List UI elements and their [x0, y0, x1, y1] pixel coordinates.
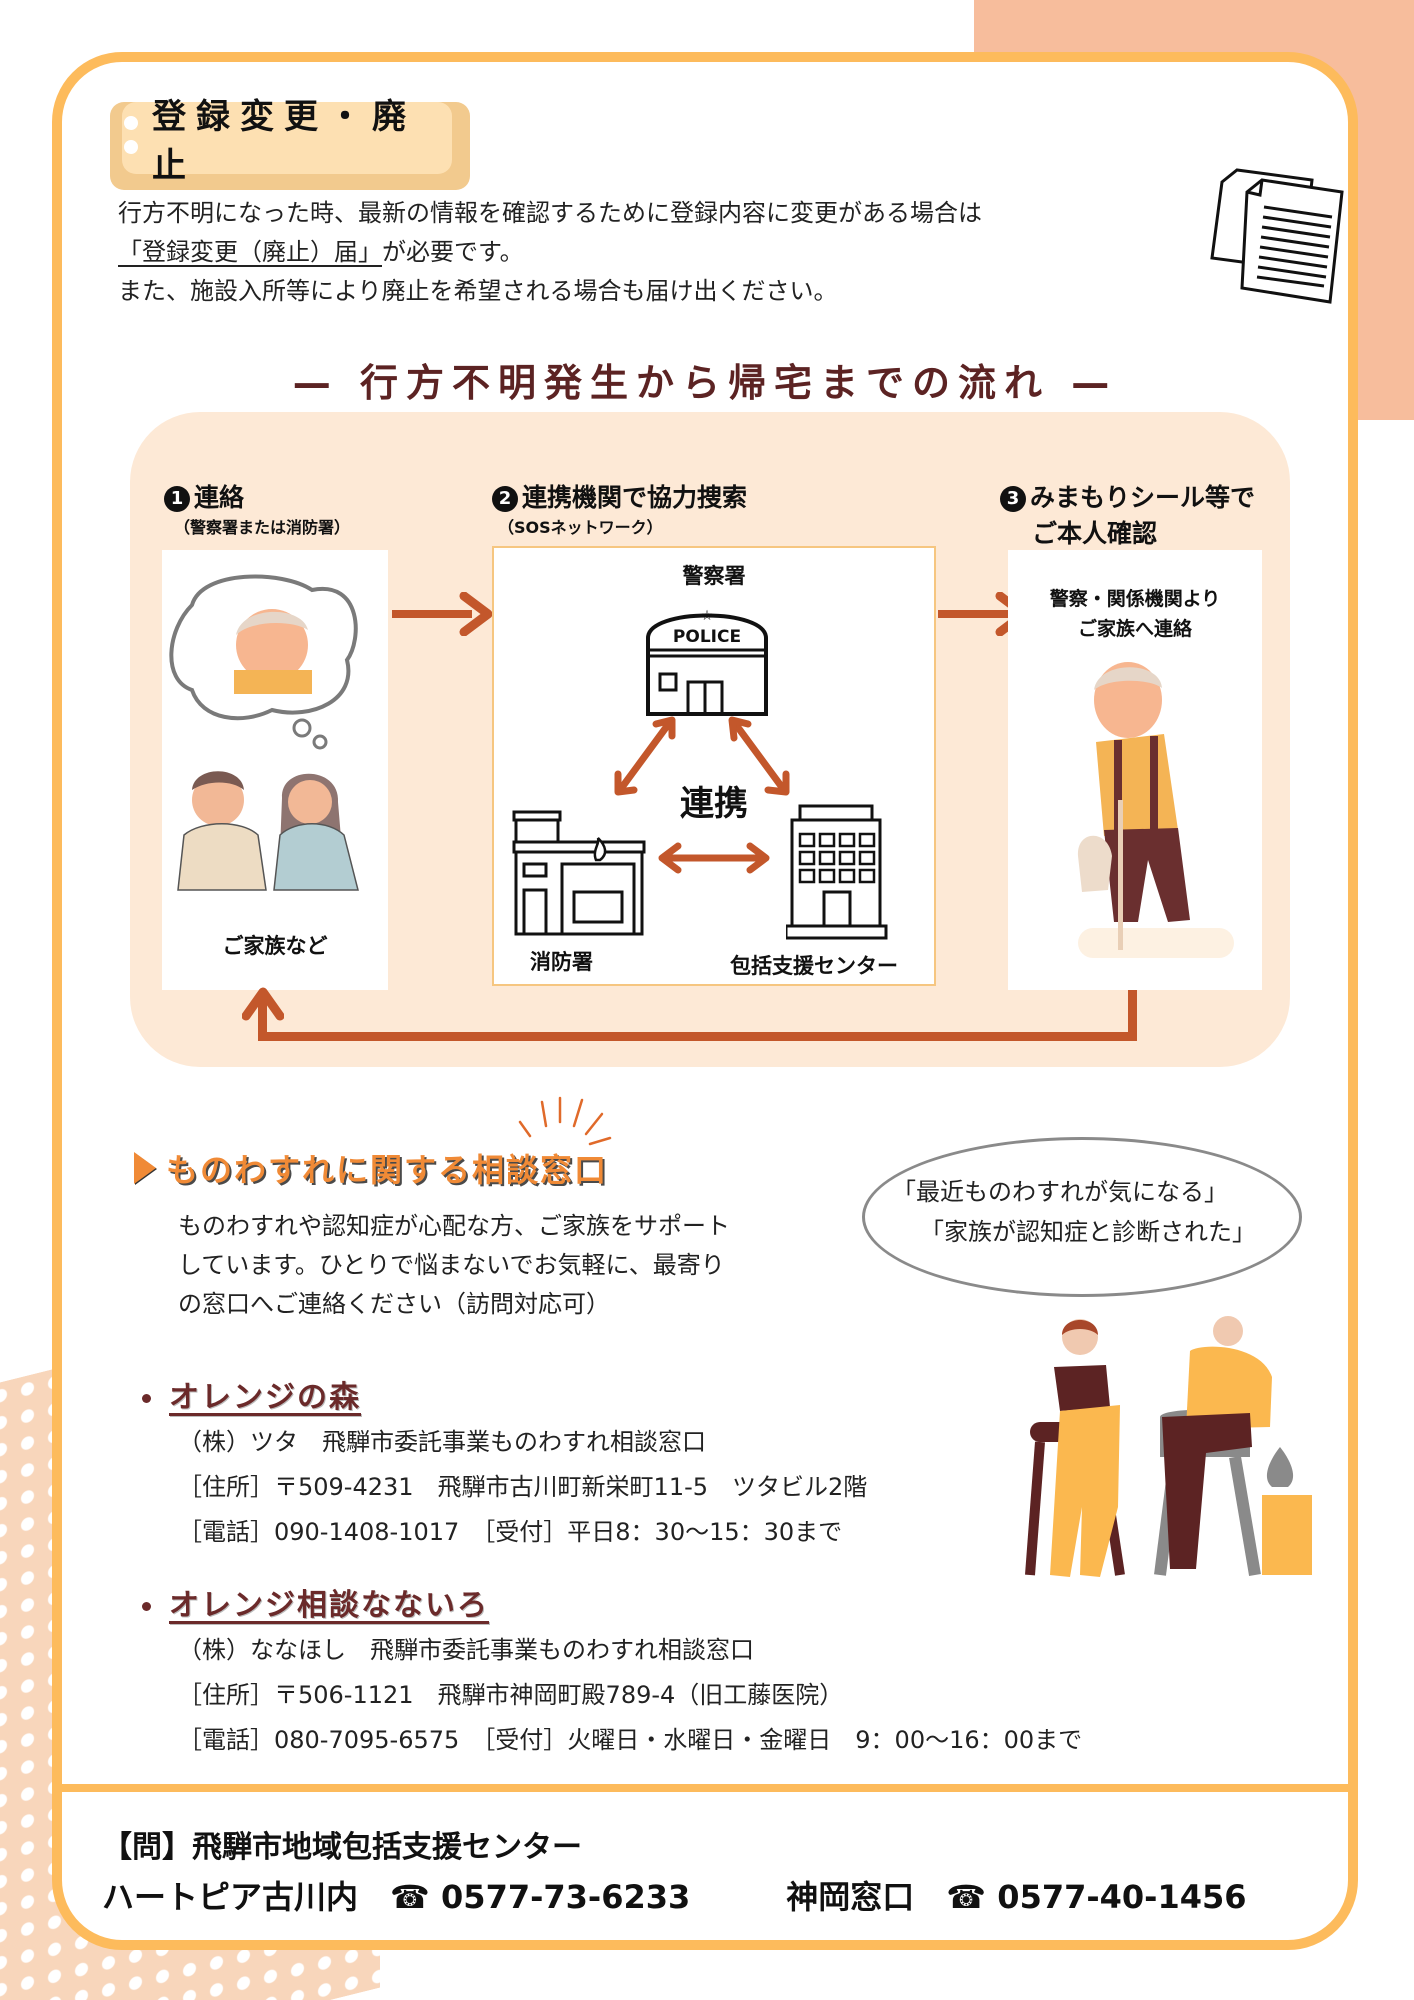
section-tag: 登録変更・廃止	[110, 97, 470, 190]
documents-icon	[1210, 168, 1344, 304]
registration-text: 行方不明になった時、最新の情報を確認するために登録内容に変更がある場合は 「登録…	[118, 199, 982, 305]
consultation-heading: ものわすれに関する相談窓口	[134, 1145, 608, 1191]
phone-link-1[interactable]: ☎ 0577-73-6233	[390, 1878, 691, 1916]
step-1-subtitle: （警察署または消防署）	[174, 518, 351, 537]
speech-bubble-text: 「最近ものわすれが気になる」 「家族が認知症と診断された」	[892, 1178, 1256, 1246]
phone-link-2[interactable]: ☎ 0577-40-1456	[946, 1878, 1247, 1916]
return-arrow-up	[258, 996, 267, 1040]
triangle-icon	[134, 1152, 156, 1184]
fire-station-icon	[512, 810, 646, 936]
svg-text:POLICE: POLICE	[673, 627, 741, 647]
bullet-icon	[142, 1602, 151, 1611]
flow-title: — 行方不明発生から帰宅までの流れ —	[292, 361, 1118, 405]
svg-text:☆: ☆	[701, 608, 714, 624]
footer-divider	[62, 1784, 1348, 1792]
step-2-box: 警察署 ☆ POLICE 連携	[492, 546, 936, 986]
support-center-label: 包括支援センター	[730, 954, 898, 978]
elderly-man-walking-illustration	[1077, 662, 1234, 958]
bullet-icon	[142, 1394, 151, 1403]
police-label: 警察署	[682, 564, 746, 588]
step-2-subtitle: （SOSネットワーク）	[498, 518, 663, 537]
return-arrow-bottom	[258, 1032, 1137, 1041]
worried-family-illustration	[169, 574, 359, 891]
step-3-box: 警察・関係機関より ご家族へ連絡	[1008, 550, 1262, 990]
arrow-right-2	[938, 610, 1008, 618]
org-orange-mori: オレンジの森 （株）ツタ 飛騨市委託事業ものわすれ相談窓口 ［住所］〒509-4…	[134, 1372, 867, 1555]
return-arrow-head	[242, 987, 284, 1021]
form-name: 「登録変更（廃止）届」	[118, 238, 382, 266]
consultation-description: ものわすれや認知症が心配な方、ご家族をサポート しています。ひとりで悩まないでお…	[178, 1212, 730, 1318]
cooperation-label: 連携	[680, 784, 748, 824]
org-orange-naniro: オレンジ相談なないろ （株）ななほし 飛騨市委託事業ものわすれ相談窓口 ［住所］…	[134, 1580, 1082, 1763]
consultation-illustration	[1025, 1316, 1312, 1577]
inquiry-label: 【問】飛騨市地域包括支援センター	[102, 1830, 582, 1865]
cooperation-arrows	[614, 716, 790, 874]
speech-bubble	[862, 1137, 1302, 1297]
family-label: ご家族など	[222, 934, 328, 958]
section-title: 登録変更・廃止	[152, 97, 416, 186]
sparkle-lines	[518, 1096, 612, 1146]
police-station-icon: ☆ POLICE	[646, 608, 768, 716]
support-center-building-icon	[786, 804, 888, 940]
flyer-card: 登録変更・廃止 行方不明になった時、最新の情報を確認するために登録内容に変更があ…	[52, 52, 1358, 1950]
footer-contacts: ハートピア古川内 ☎ 0577-73-6233 神岡窓口 ☎ 0577-40-1…	[102, 1878, 1247, 1916]
arrow-head-right-1	[459, 592, 493, 636]
step-1-box: ご家族など	[162, 550, 388, 990]
fire-station-label: 消防署	[530, 950, 593, 974]
return-arrow-down	[1128, 990, 1137, 1040]
step-3-heading-line2: ご本人確認	[1032, 519, 1158, 548]
arrow-right-1	[392, 610, 472, 618]
